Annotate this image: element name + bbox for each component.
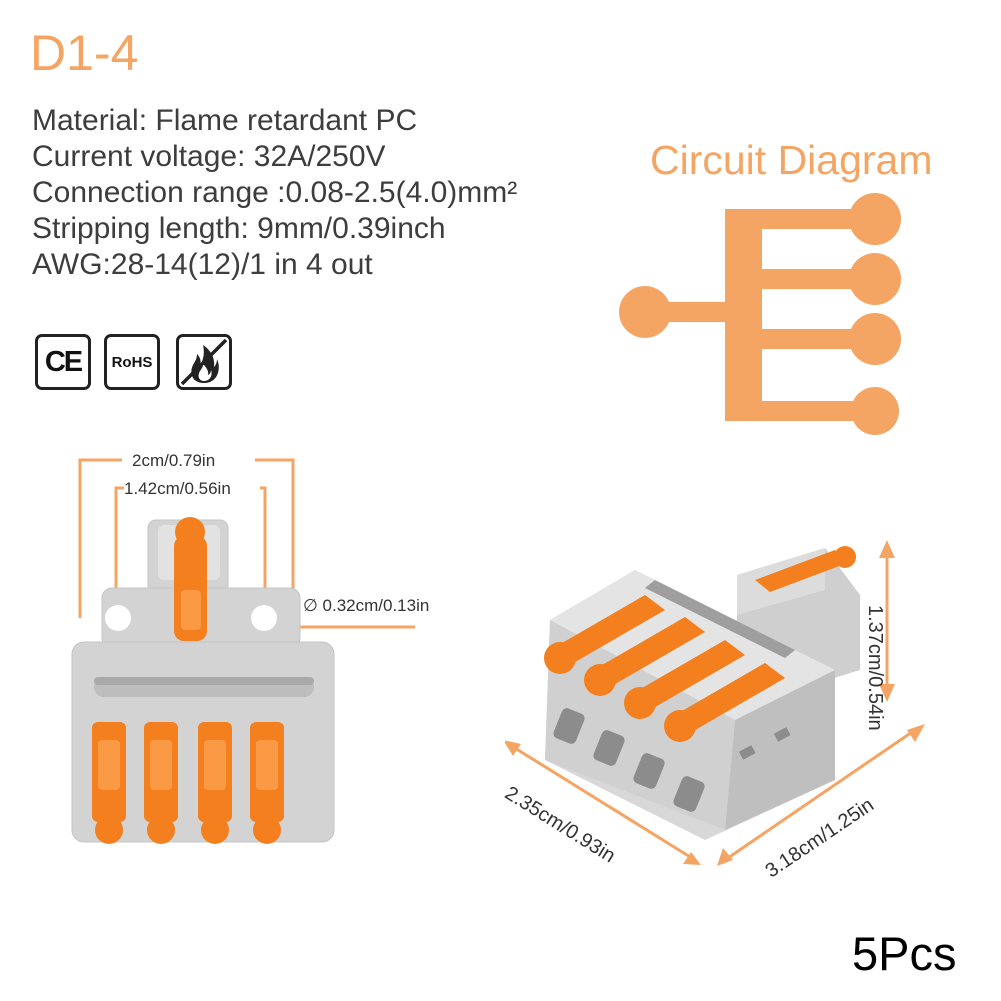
- spec-list: Material: Flame retardant PC Current vol…: [32, 103, 517, 283]
- circuit-diagram: [619, 193, 901, 435]
- product-title: D1-4: [30, 25, 139, 81]
- rohs-badge: RoHS: [104, 334, 160, 390]
- spec-connection-range: Connection range :0.08-2.5(4.0)mm²: [32, 176, 518, 209]
- rohs-mark: RoHS: [111, 353, 153, 371]
- flame-retardant-icon: [176, 334, 232, 390]
- dim-height: 1.37cm/0.54in: [864, 605, 886, 731]
- circuit-diagram-title: Circuit Diagram: [650, 137, 933, 183]
- flame-icon: [180, 338, 228, 386]
- spec-voltage: Current voltage: 32A/250V: [32, 140, 386, 173]
- ce-badge: CE: [35, 334, 91, 390]
- dim-hole-diameter: ∅ 0.32cm/0.13in: [303, 596, 430, 615]
- quantity-label: 5Pcs: [852, 927, 957, 980]
- spec-awg: AWG:28-14(12)/1 in 4 out: [32, 248, 373, 281]
- dim-width-total: 2cm/0.79in: [132, 451, 216, 470]
- dim-width-holes: 1.42cm/0.56in: [124, 479, 231, 498]
- ce-mark: CE: [44, 345, 83, 378]
- spec-stripping-length: Stripping length: 9mm/0.39inch: [32, 212, 446, 245]
- spec-material: Material: Flame retardant PC: [32, 104, 418, 137]
- connector-front-view: [71, 458, 415, 844]
- connector-3d-view: [505, 540, 925, 866]
